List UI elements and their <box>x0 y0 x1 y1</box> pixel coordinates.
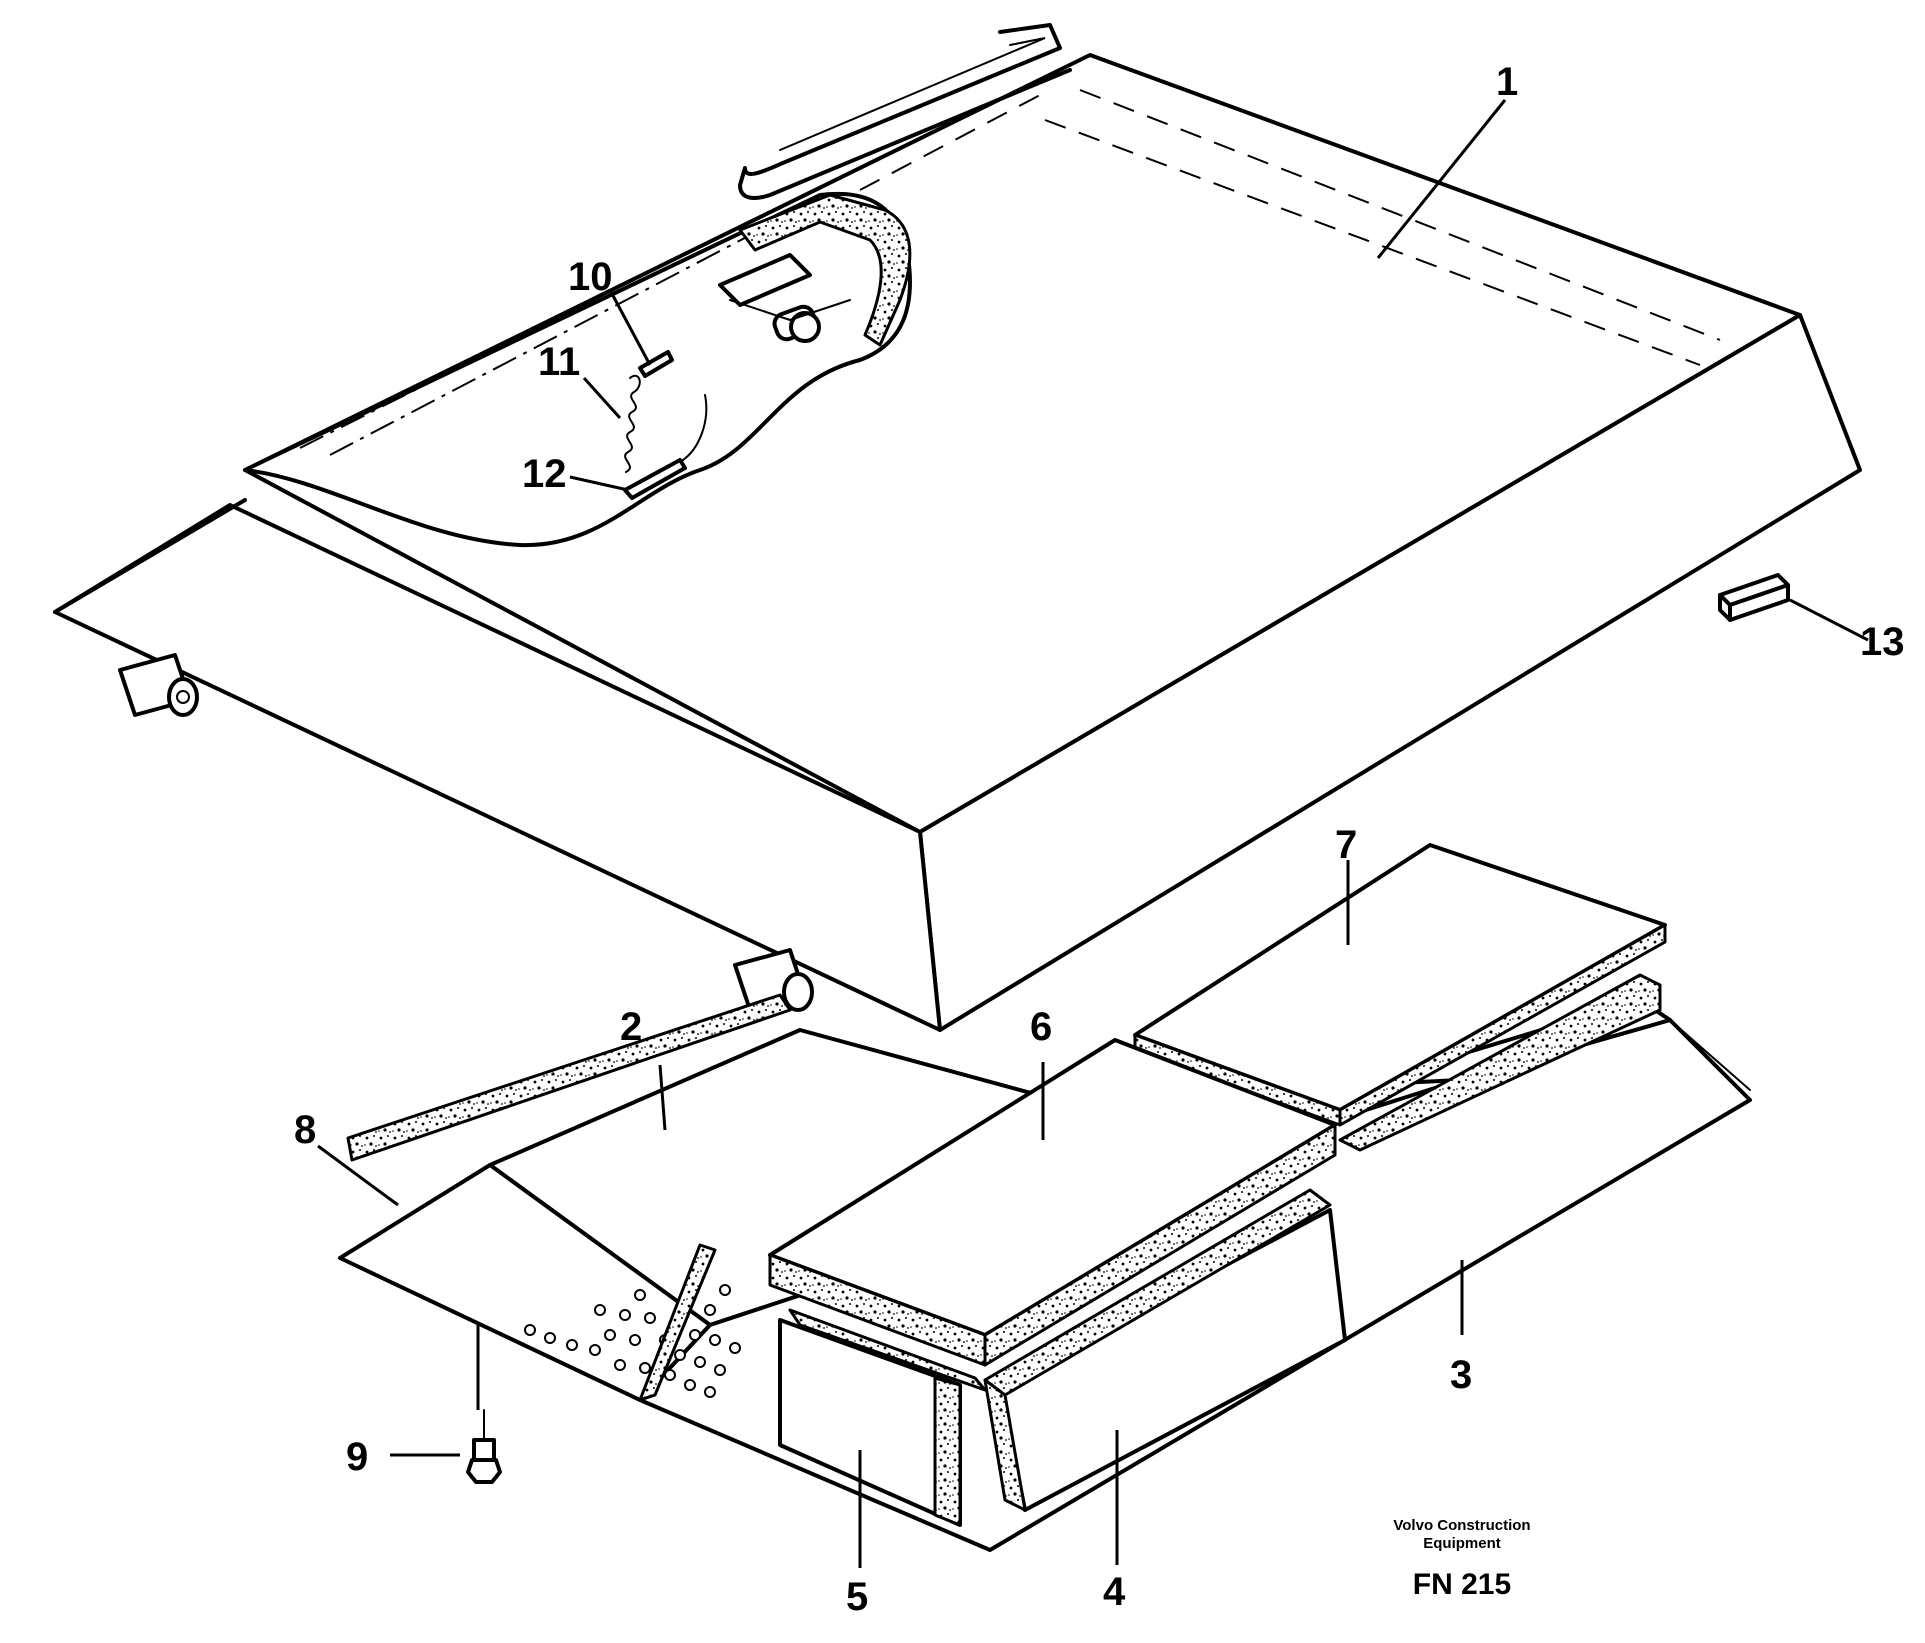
pad-7 <box>1133 843 1667 1127</box>
callout-8: 8 <box>294 1108 316 1152</box>
seal-strip-left <box>346 993 792 1162</box>
callout-7: 7 <box>1335 823 1357 867</box>
hinge-left <box>118 653 199 717</box>
credit-line-1: Volvo Construction <box>1393 1517 1530 1534</box>
callout-4: 4 <box>1103 1570 1126 1614</box>
callout-9: 9 <box>346 1435 368 1479</box>
drawing-code: FN 215 <box>1413 1568 1511 1601</box>
hood-cover <box>53 53 1862 1032</box>
drawing-credit: Volvo Construction Equipment FN 215 <box>1393 1517 1530 1601</box>
callout-13: 13 <box>1860 620 1905 664</box>
pad-4 <box>983 1188 1347 1512</box>
pad-5 <box>778 1308 987 1527</box>
callout-5: 5 <box>846 1575 868 1619</box>
callout-12: 12 <box>522 452 567 496</box>
callout-6: 6 <box>1030 1005 1052 1049</box>
callout-2: 2 <box>620 1005 642 1049</box>
grab-handle <box>738 23 1072 200</box>
callout-11: 11 <box>538 340 580 384</box>
callout-3: 3 <box>1450 1353 1472 1397</box>
hinge-right <box>733 948 814 1012</box>
callout-10: 10 <box>568 255 613 299</box>
rubber-pad <box>1718 573 1790 622</box>
credit-line-2: Equipment <box>1423 1535 1501 1552</box>
bolt <box>466 1409 502 1484</box>
callout-1: 1 <box>1496 60 1518 104</box>
latch-assembly <box>623 193 912 500</box>
pad-6 <box>768 1038 1337 1367</box>
callout-leaders <box>317 99 1869 1568</box>
callout-labels: 1 2 3 4 5 6 7 8 9 10 11 12 13 <box>294 60 1905 1619</box>
